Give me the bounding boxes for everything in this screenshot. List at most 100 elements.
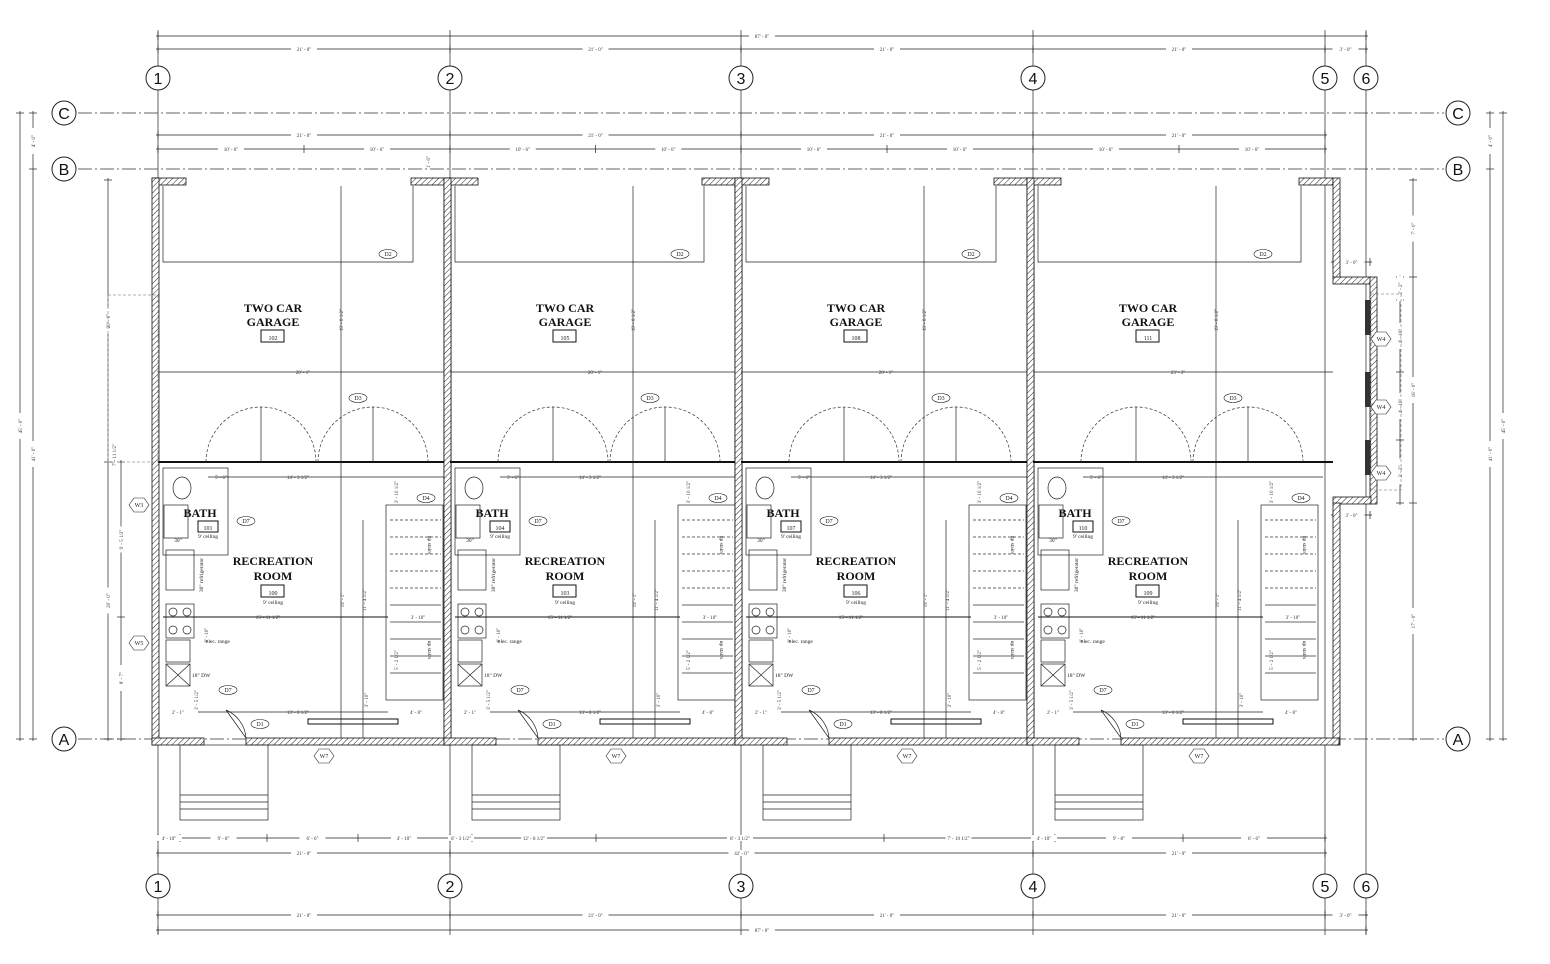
dimension-label-bg bbox=[364, 146, 390, 152]
dimension-label: 41' - 0" bbox=[1489, 447, 1494, 462]
grid-label-5: 5 bbox=[1321, 71, 1330, 88]
dimension-label-bg bbox=[945, 835, 972, 841]
rec-bath-width-label: 14' - 3 1/2" bbox=[1162, 476, 1184, 481]
window-label: W4 bbox=[1377, 471, 1386, 477]
wall bbox=[537, 737, 743, 746]
window-label: W4 bbox=[1377, 405, 1386, 411]
dimension-label-bg bbox=[1239, 146, 1265, 152]
garage-name: TWO CAR bbox=[827, 301, 886, 315]
stair-run-label: 5' - 2 1/2" bbox=[395, 650, 400, 670]
range-label: elec. range bbox=[1081, 639, 1105, 645]
garage-name: GARAGE bbox=[1122, 315, 1175, 329]
stair-width-label: 3' - 10" bbox=[1286, 616, 1301, 621]
garage-door-label: D2 bbox=[1259, 252, 1266, 258]
door-tag bbox=[833, 719, 853, 729]
garage-depth-label: 19' - 8 1/2" bbox=[340, 309, 345, 331]
dimension-label: 21' - 0" bbox=[1172, 852, 1187, 857]
dimension-label: 8' - 3 1/2" bbox=[730, 837, 750, 842]
grid-label-1: 1 bbox=[154, 71, 163, 88]
grid-bubble bbox=[51, 726, 77, 752]
dimension-label-bg bbox=[874, 912, 900, 918]
grid-label-2: 2 bbox=[446, 879, 455, 896]
door-tag bbox=[528, 516, 548, 526]
dimension-label: 4' - 10" bbox=[1037, 837, 1052, 842]
garage-width-label: 23' - 3" bbox=[1171, 371, 1186, 376]
wall bbox=[1298, 177, 1334, 186]
dimension-label-bg bbox=[1487, 128, 1493, 154]
grid-label-1: 1 bbox=[154, 879, 163, 896]
bath-name: BATH bbox=[475, 506, 509, 520]
dimension-label-bg bbox=[728, 850, 755, 856]
dimension-label-bg bbox=[1338, 259, 1365, 265]
dimension-label-bg bbox=[1166, 46, 1192, 52]
room-number-box bbox=[552, 584, 577, 598]
wall bbox=[151, 737, 205, 746]
window-label: W7 bbox=[612, 754, 621, 760]
kitchen-sink bbox=[748, 639, 774, 663]
garage-width-label: 20' - 1" bbox=[879, 371, 894, 376]
bath-width-label: 5' - 6" bbox=[798, 476, 810, 481]
garage-door-tag bbox=[670, 249, 690, 259]
window-tag bbox=[1370, 399, 1392, 415]
dimension-label: 10' - 6" bbox=[807, 148, 822, 153]
dimension-label-bg bbox=[1241, 835, 1267, 841]
electric-range bbox=[1040, 603, 1070, 639]
grid-bubble bbox=[1353, 65, 1379, 91]
bath-number: 107 bbox=[787, 526, 796, 532]
rec-front-label: 13' - 0 1/2" bbox=[1162, 711, 1184, 716]
landing-label: 4' - 8" bbox=[993, 711, 1005, 716]
grid-label-4: 4 bbox=[1029, 71, 1038, 88]
dimension-label: 3' - 0" bbox=[1339, 914, 1351, 919]
dimension-label-bg bbox=[291, 850, 317, 856]
burner bbox=[1043, 607, 1053, 617]
door-tag bbox=[510, 685, 530, 695]
rec-name: RECREATION bbox=[1108, 554, 1189, 568]
window-w7 bbox=[307, 718, 399, 725]
burner bbox=[460, 625, 470, 635]
window-w4 bbox=[1365, 440, 1371, 475]
stairs-label: up stairs bbox=[1009, 641, 1015, 660]
burner bbox=[751, 607, 761, 617]
stairs-label: up stairs bbox=[1009, 536, 1015, 555]
window-tag bbox=[605, 748, 627, 764]
dimension-label: 21' - 0" bbox=[1172, 914, 1187, 919]
kitchen-sink bbox=[165, 639, 191, 663]
grid-bubble bbox=[145, 873, 171, 899]
dimension-label: 21' - 0" bbox=[297, 852, 312, 857]
porch bbox=[179, 744, 269, 821]
garage-number: 105 bbox=[561, 336, 570, 342]
door-tag bbox=[708, 493, 728, 503]
dimension-label: 16' - 0" bbox=[1412, 383, 1417, 398]
door-tag bbox=[416, 493, 436, 503]
garage-door-track bbox=[454, 186, 705, 263]
rec-number: 106 bbox=[852, 591, 861, 597]
rec-front-label: 13' - 0 1/2" bbox=[579, 711, 601, 716]
stairs-label: up stairs bbox=[718, 536, 724, 555]
bath-walls bbox=[745, 467, 812, 556]
grid-label-3: 3 bbox=[737, 71, 746, 88]
garage-name: GARAGE bbox=[539, 315, 592, 329]
dimension-label: 21' - 0" bbox=[880, 48, 895, 53]
garage-name: TWO CAR bbox=[536, 301, 595, 315]
rec-name: ROOM bbox=[1129, 569, 1168, 583]
garage-depth-label: 19' - 8 1/2" bbox=[632, 309, 637, 331]
door-tag bbox=[819, 516, 839, 526]
bath-name: BATH bbox=[183, 506, 217, 520]
rec-name: ROOM bbox=[546, 569, 585, 583]
garage-door-label: D2 bbox=[384, 252, 391, 258]
landing-label: 4' - 8" bbox=[1285, 711, 1297, 716]
rec-width-label: 15' - 11 1/2" bbox=[839, 616, 864, 621]
door-d4-dim: 3' - 10 1/2" bbox=[687, 481, 692, 503]
dimension-label: 3' - 0" bbox=[1345, 261, 1357, 266]
rec-width-label: 15' - 11 1/2" bbox=[548, 616, 573, 621]
bath-ceiling: 9' ceiling bbox=[781, 534, 801, 540]
bath-sink bbox=[746, 504, 772, 539]
dimension-label: 4' - 0" bbox=[1489, 135, 1494, 147]
dimension-label: 4' - 10" bbox=[1399, 329, 1404, 344]
kitchen-sink bbox=[1040, 639, 1066, 663]
door-tag bbox=[1111, 516, 1131, 526]
bath-sink bbox=[163, 504, 189, 539]
grid-bubble bbox=[1312, 65, 1338, 91]
